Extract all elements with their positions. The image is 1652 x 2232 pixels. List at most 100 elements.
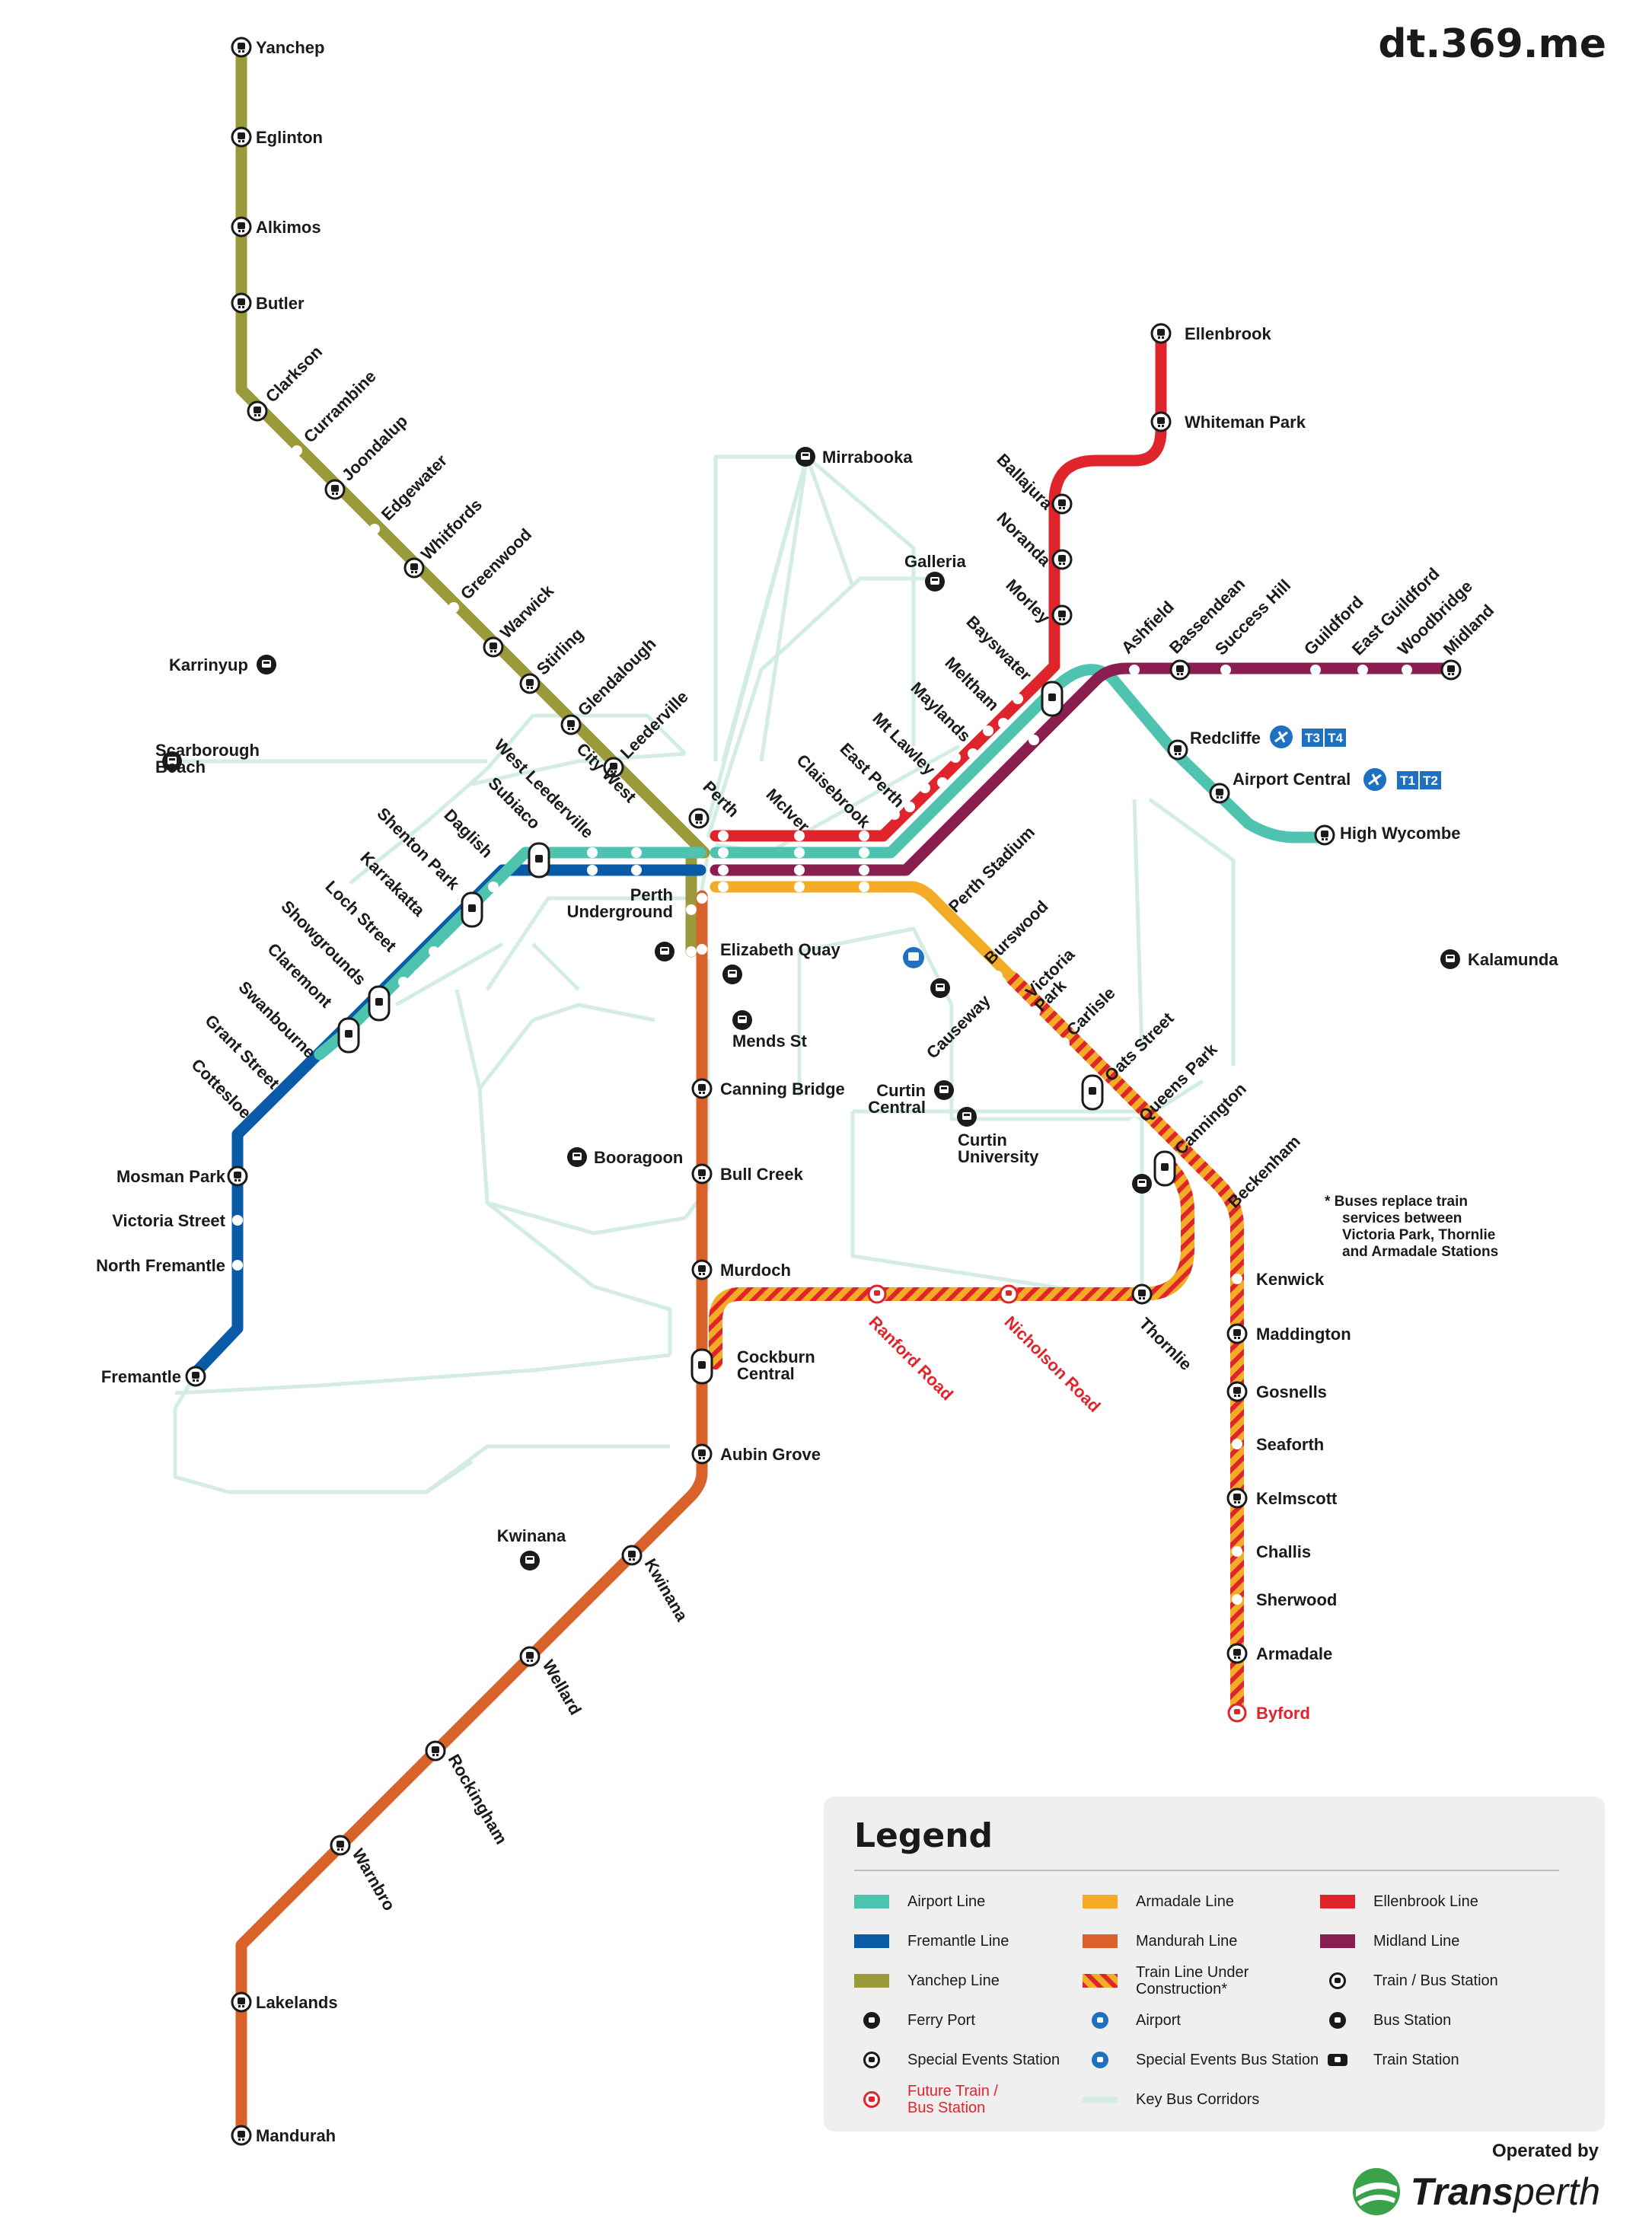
station-mt-lawley-b[interactable]	[937, 777, 948, 788]
station-east-perth-a[interactable]	[889, 809, 900, 820]
station-queens-park-b[interactable]	[1129, 1118, 1140, 1128]
station-subiaco[interactable]	[528, 842, 550, 878]
station-cockburn-central[interactable]	[690, 1348, 713, 1385]
station-loch-street-a[interactable]	[413, 969, 424, 980]
station-showgrounds[interactable]	[368, 985, 391, 1022]
station-maddington[interactable]	[1226, 1323, 1248, 1344]
station-meltham-a[interactable]	[983, 725, 993, 736]
station-thornlie[interactable]	[1131, 1283, 1153, 1305]
station-mosman-park[interactable]	[227, 1165, 248, 1187]
station-byford[interactable]	[1227, 1703, 1247, 1723]
station-elizabeth-quay-rail[interactable]	[697, 893, 707, 904]
station-kwinana[interactable]	[621, 1545, 643, 1566]
station-kenwick[interactable]	[1232, 1274, 1242, 1284]
station-grant-street[interactable]	[285, 1102, 296, 1113]
station-victoria-street[interactable]	[232, 1215, 243, 1226]
station-greenwood[interactable]	[448, 602, 459, 613]
station-perth-stadium[interactable]	[935, 923, 946, 933]
station-bayswater-b[interactable]	[1029, 735, 1039, 745]
station-west-leederville-b[interactable]	[587, 865, 598, 875]
station-swanbourne[interactable]	[317, 1070, 328, 1080]
station-cannington-bus[interactable]	[1132, 1174, 1152, 1194]
station-carlisle-a[interactable]	[1044, 1044, 1054, 1054]
station-noranda[interactable]	[1051, 549, 1073, 570]
station-perth-orange[interactable]	[718, 882, 729, 892]
busstation-scarborough-beach[interactable]	[162, 751, 182, 771]
station-burswood-a[interactable]	[973, 960, 984, 971]
station-city-west[interactable]	[631, 847, 642, 858]
station-mciver-c[interactable]	[794, 865, 805, 875]
busstation-kalamunda[interactable]	[1440, 949, 1460, 969]
station-perth-purple[interactable]	[718, 865, 729, 875]
busstation-booragoon[interactable]	[567, 1147, 587, 1167]
station-kelmscott[interactable]	[1226, 1487, 1248, 1509]
station-ellenbrook[interactable]	[1150, 323, 1172, 344]
station-bayswater[interactable]	[1041, 681, 1064, 717]
station-daglish-a[interactable]	[506, 878, 517, 888]
station-clarkson[interactable]	[247, 400, 268, 422]
station-meltham-b[interactable]	[998, 718, 1009, 729]
station-mciver-d[interactable]	[794, 882, 805, 892]
station-burswood-b[interactable]	[992, 971, 1003, 981]
station-mciver-b[interactable]	[794, 847, 805, 858]
station-queens-park-a[interactable]	[1118, 1129, 1128, 1140]
station-glendalough[interactable]	[560, 714, 582, 735]
station-east-perth-b[interactable]	[904, 802, 915, 812]
station-oats-street[interactable]	[1081, 1074, 1104, 1111]
station-airport-central[interactable]	[1209, 783, 1230, 804]
busstation-karrinyup[interactable]	[257, 655, 276, 674]
station-murdoch[interactable]	[691, 1259, 713, 1280]
station-guildford[interactable]	[1310, 665, 1321, 675]
station-mt-lawley-a[interactable]	[920, 783, 930, 793]
station-meltham-c[interactable]	[1013, 694, 1023, 704]
station-morley[interactable]	[1051, 604, 1073, 626]
station-perth-stadium-b[interactable]	[955, 942, 966, 953]
station-challis[interactable]	[1232, 1546, 1242, 1557]
station-victoria-park-a[interactable]	[1013, 1011, 1024, 1022]
station-redcliffe[interactable]	[1167, 739, 1188, 760]
station-maylands-b[interactable]	[968, 748, 978, 759]
station-cannington[interactable]	[1153, 1150, 1176, 1187]
station-edgewater[interactable]	[369, 524, 380, 534]
station-perth-underground-b[interactable]	[686, 946, 697, 957]
station-armadale[interactable]	[1226, 1643, 1248, 1664]
station-claisebrook-a[interactable]	[859, 831, 869, 841]
station-sherwood[interactable]	[1232, 1594, 1242, 1605]
station-nicholson-road[interactable]	[999, 1284, 1019, 1304]
station-alkimos[interactable]	[231, 216, 252, 238]
station-leederville[interactable]	[603, 757, 624, 778]
station-fremantle[interactable]	[185, 1366, 206, 1387]
station-butler[interactable]	[231, 292, 252, 314]
station-whitfords[interactable]	[403, 557, 425, 579]
station-woodbridge[interactable]	[1402, 665, 1412, 675]
station-perth-underground-a[interactable]	[686, 904, 697, 915]
busstation-galleria[interactable]	[925, 572, 945, 591]
busstation-perth-underground[interactable]	[655, 942, 675, 961]
busstation-kwinana[interactable]	[520, 1551, 540, 1570]
station-east-guildford[interactable]	[1357, 665, 1368, 675]
station-seaforth[interactable]	[1232, 1439, 1242, 1449]
station-elizabeth-quay[interactable]	[697, 944, 707, 955]
ferry-elizabeth-quay[interactable]	[722, 965, 742, 984]
station-maylands-a[interactable]	[950, 752, 961, 763]
station-city-west-b[interactable]	[631, 865, 642, 875]
ferry-mends-st[interactable]	[732, 1010, 752, 1030]
station-warnbro[interactable]	[330, 1835, 351, 1856]
station-loch-street-b[interactable]	[398, 977, 409, 987]
station-shenton-park[interactable]	[461, 891, 483, 928]
station-victoria-park-b[interactable]	[1030, 1006, 1041, 1016]
station-canning-bridge[interactable]	[691, 1078, 713, 1099]
station-north-fremantle[interactable]	[232, 1260, 243, 1271]
station-daglish-b[interactable]	[488, 882, 499, 892]
busstation-curtin-university[interactable]	[957, 1107, 977, 1127]
station-wellard[interactable]	[519, 1646, 541, 1667]
station-lakelands[interactable]	[231, 1991, 252, 2013]
station-success-hill[interactable]	[1220, 665, 1231, 675]
station-yanchep[interactable]	[231, 37, 252, 58]
station-perth-red[interactable]	[718, 831, 729, 841]
station-karrakatta-a[interactable]	[444, 939, 454, 949]
station-ranford-road[interactable]	[867, 1284, 887, 1304]
busstation-mirrabooka[interactable]	[796, 447, 815, 467]
station-rockingham[interactable]	[425, 1740, 446, 1762]
station-claremont[interactable]	[337, 1017, 360, 1054]
